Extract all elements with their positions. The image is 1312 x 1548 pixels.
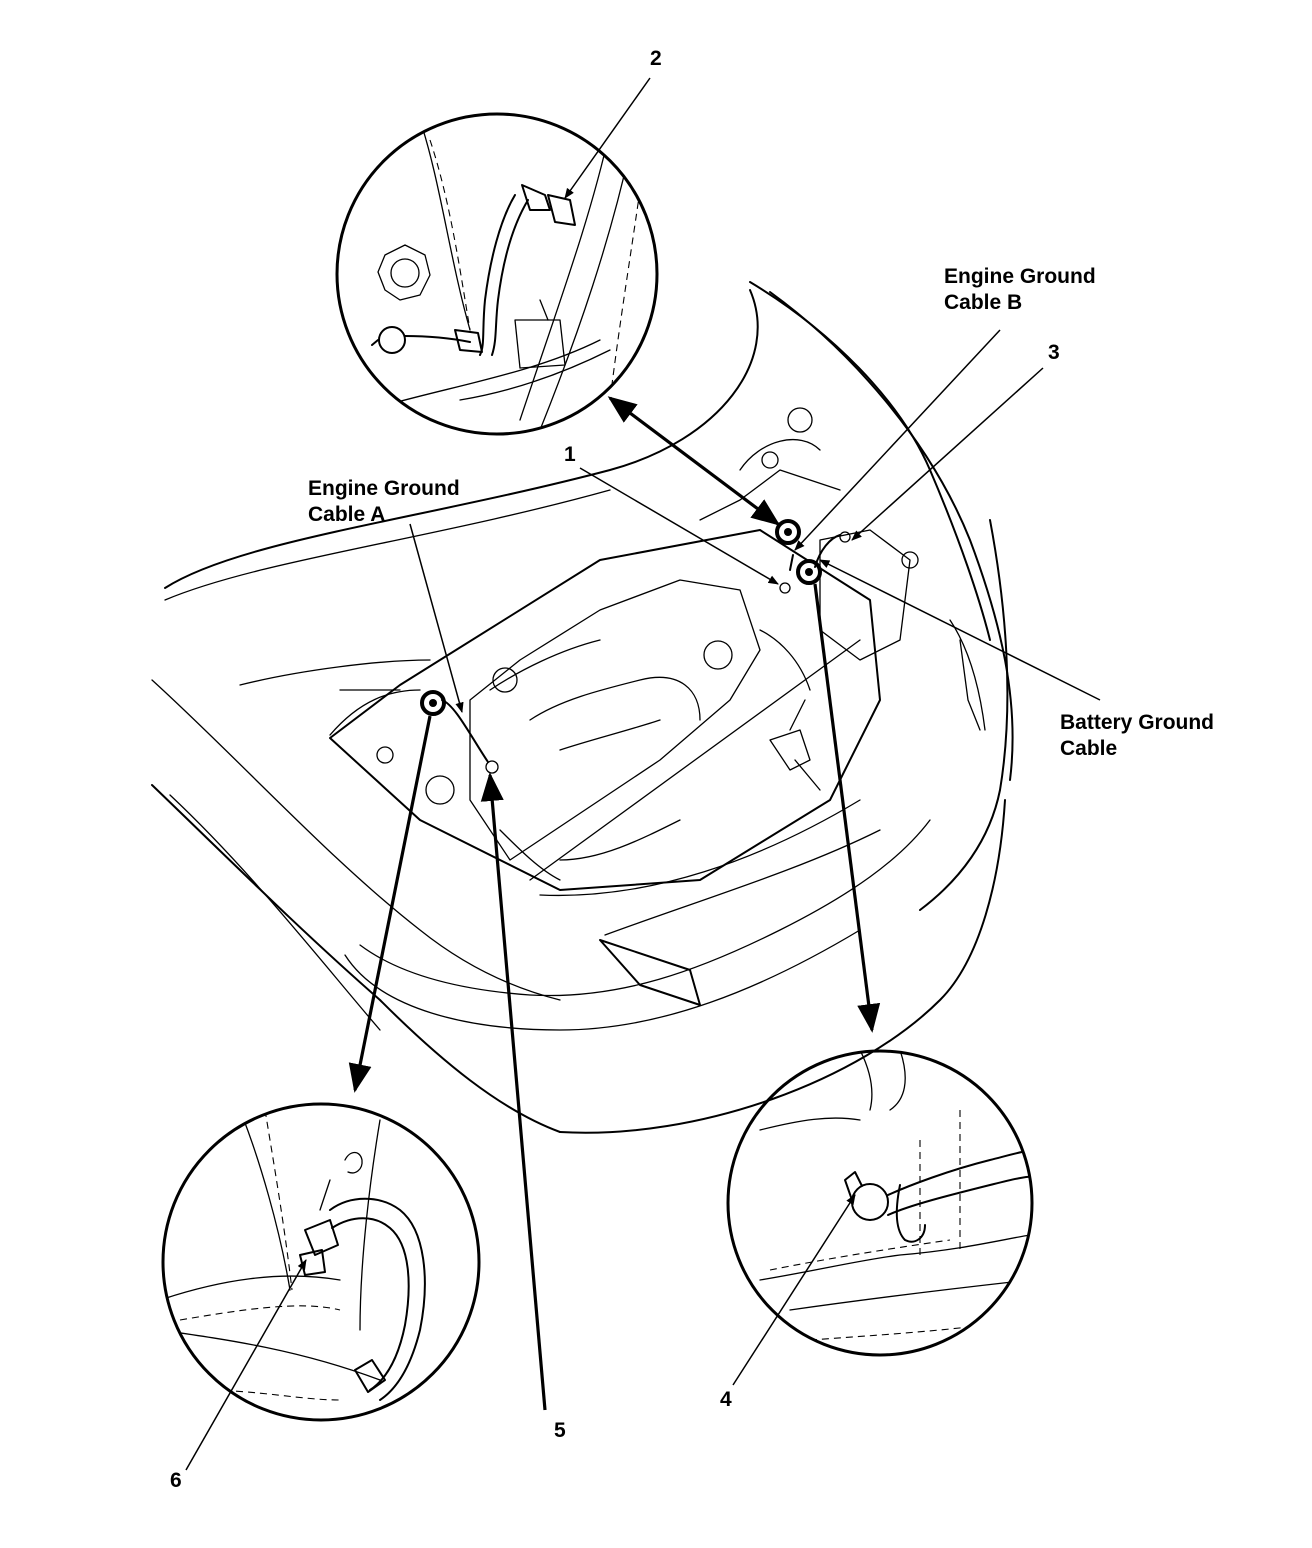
label-engine-ground-cable-b-line2: Cable B xyxy=(944,291,1023,314)
leader-lines xyxy=(185,77,1101,1471)
leader-engine-ground-cable-b xyxy=(794,329,1001,551)
ground-point-1 xyxy=(779,554,794,594)
label-battery-ground-cable-line1: Battery Ground xyxy=(1060,711,1215,734)
detail-view-top xyxy=(335,112,659,436)
callout-5: 5 xyxy=(554,1419,566,1442)
label-engine-ground-cable-a: Engine Ground Cable A xyxy=(308,476,460,528)
arrow-point2-to-top-detail xyxy=(607,396,781,526)
label-battery-ground-cable-line2: Cable xyxy=(1060,737,1118,760)
callout-3: 3 xyxy=(1048,341,1060,364)
ground-point-5 xyxy=(485,760,499,774)
callout-2: 2 xyxy=(650,47,662,70)
callout-1: 1 xyxy=(564,443,576,466)
detail-arrows xyxy=(348,396,881,1093)
leader-4 xyxy=(732,1194,856,1386)
label-engine-ground-cable-b: Engine Ground Cable B xyxy=(944,264,1096,316)
leader-5 xyxy=(480,772,547,1411)
car-body-outline xyxy=(151,281,1014,1134)
label-engine-ground-cable-b-line1: Engine Ground xyxy=(944,265,1096,288)
ground-point-3 xyxy=(796,531,851,585)
leader-3 xyxy=(851,367,1044,541)
leader-2 xyxy=(564,77,651,199)
detail-view-bottom-left xyxy=(161,1102,481,1422)
leader-6 xyxy=(185,1259,307,1471)
leader-battery-ground-cable xyxy=(819,559,1101,701)
label-engine-ground-cable-a-line1: Engine Ground xyxy=(308,477,460,500)
leader-1 xyxy=(579,467,779,585)
label-battery-ground-cable: Battery Ground Cable xyxy=(1060,710,1214,762)
leader-engine-ground-cable-a xyxy=(409,523,464,714)
arrow-point6-to-bottom-left-detail xyxy=(348,715,432,1093)
label-engine-ground-cable-a-line2: Cable A xyxy=(308,503,386,526)
detail-view-bottom-right xyxy=(726,1049,1034,1357)
ground-point-2 xyxy=(775,519,801,545)
callout-4: 4 xyxy=(720,1388,732,1411)
callout-6: 6 xyxy=(170,1469,182,1492)
ground-point-6 xyxy=(420,690,489,763)
arrow-point3-to-bottom-right-detail xyxy=(813,583,881,1033)
